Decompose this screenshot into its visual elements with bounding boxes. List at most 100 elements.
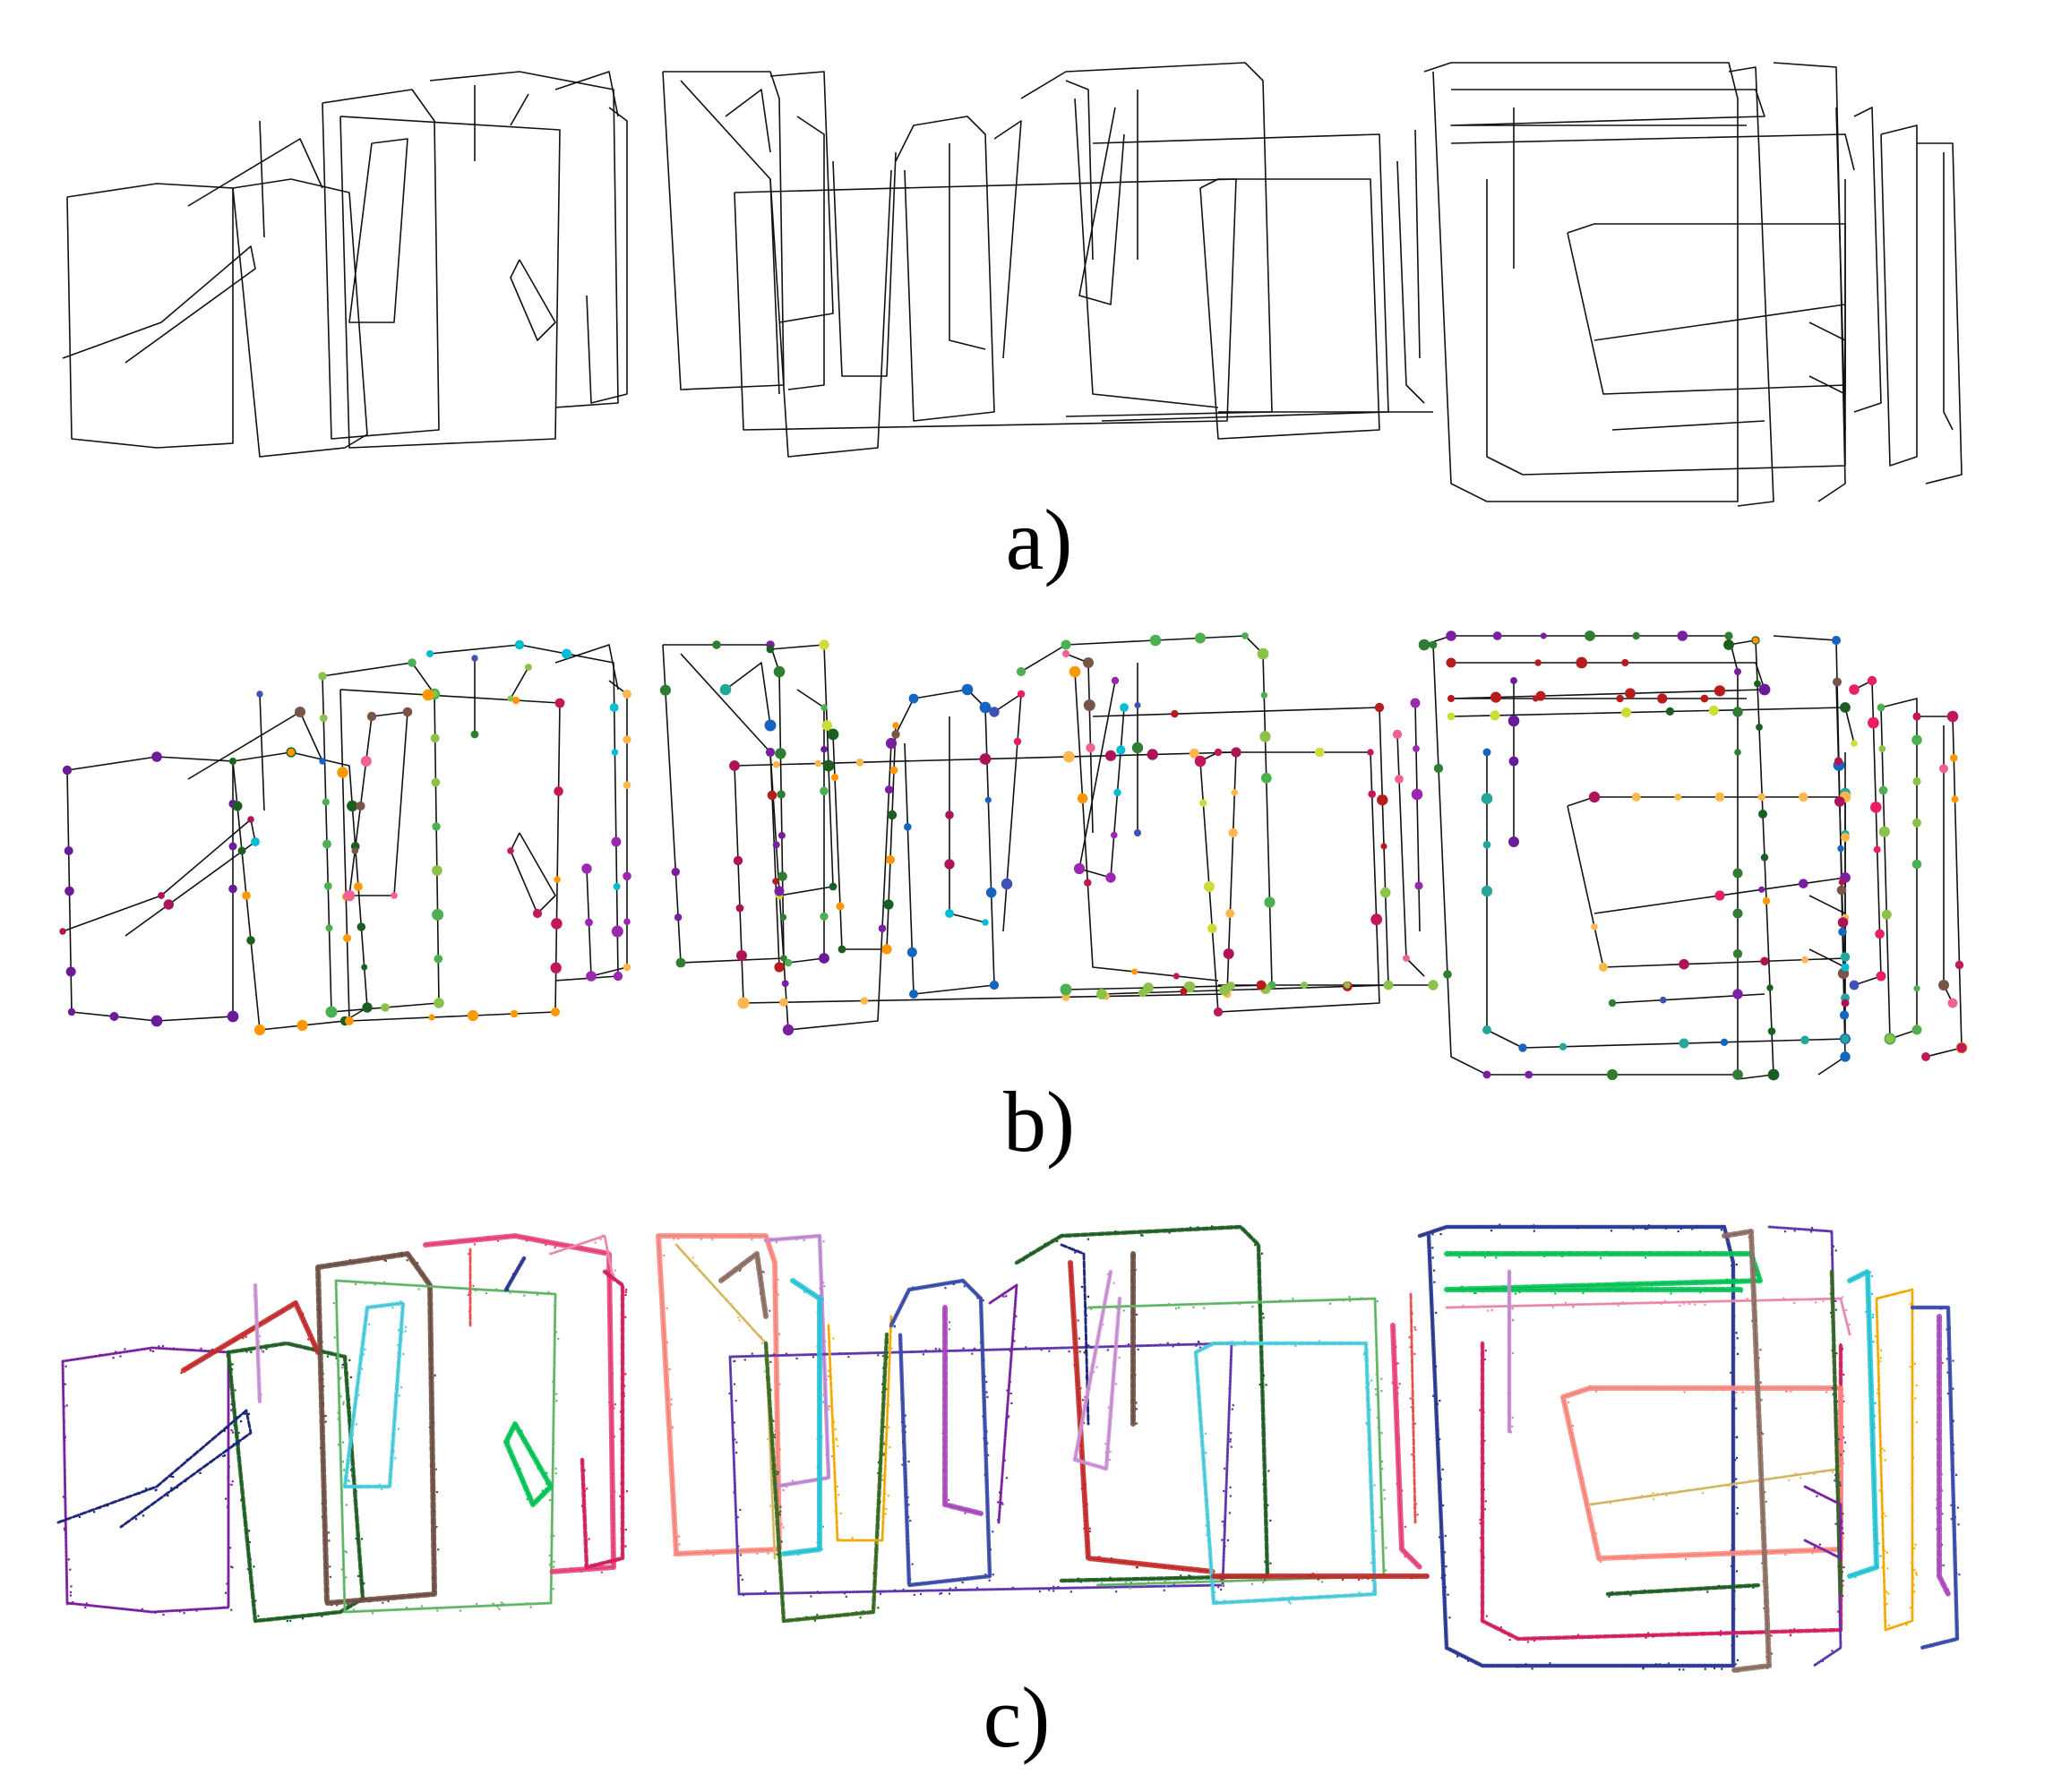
segment-point	[1484, 1350, 1487, 1352]
segment-point	[1730, 1565, 1733, 1567]
segment-stroke	[656, 1233, 782, 1556]
segment-point	[1834, 1249, 1837, 1252]
segment-point	[985, 1391, 988, 1393]
segment-point	[145, 1488, 148, 1490]
segment-point	[834, 1428, 837, 1430]
segment-point	[1246, 1575, 1249, 1578]
segment-point	[227, 1425, 230, 1428]
segment-point	[468, 1253, 470, 1256]
wire-path	[1943, 152, 1954, 431]
segment-point	[119, 1355, 122, 1358]
segment-point	[1133, 1255, 1136, 1257]
segment-point	[1834, 1474, 1837, 1477]
segment-point	[738, 1269, 742, 1273]
segment-point	[363, 1582, 365, 1585]
segment-point	[1192, 1306, 1195, 1308]
wire-path	[510, 259, 556, 341]
segment-point	[1742, 1667, 1745, 1669]
segment-point	[1610, 1230, 1613, 1232]
segment-point	[1398, 1383, 1401, 1385]
segment-point	[329, 1565, 331, 1568]
segment-point	[1753, 1302, 1756, 1305]
keypoint-dot	[1225, 909, 1235, 918]
segment-point	[348, 1407, 351, 1410]
segment-point	[1413, 1468, 1415, 1470]
keypoint-dot	[712, 640, 721, 649]
segment-point	[1090, 1308, 1093, 1310]
segment-point	[1005, 1295, 1008, 1298]
segment-point	[252, 1584, 254, 1587]
segment-point	[741, 1578, 743, 1581]
segment-point	[1114, 1560, 1117, 1563]
keypoint-dot	[228, 842, 237, 851]
segment-point	[1199, 1421, 1202, 1424]
segment-point	[1723, 1385, 1726, 1388]
segment-point	[249, 1557, 252, 1561]
segment-point	[1131, 1279, 1134, 1282]
segment-point	[1937, 1462, 1939, 1464]
segment-point	[1076, 1381, 1078, 1385]
segment-point	[1165, 1585, 1168, 1588]
keypoint-dot	[906, 947, 917, 957]
segment-point	[1321, 1581, 1324, 1583]
segment-point	[821, 1525, 825, 1528]
wire-path	[1423, 635, 1739, 1076]
segment-point	[1223, 1524, 1225, 1527]
segment-point	[1842, 1548, 1844, 1551]
segment-point	[228, 1465, 230, 1468]
segment-point	[1223, 1489, 1225, 1493]
segment-point	[1259, 1342, 1263, 1344]
segment-point	[786, 1486, 788, 1488]
segment-point	[805, 1616, 808, 1618]
wire-path	[1728, 66, 1774, 507]
keypoint-dot	[1754, 680, 1761, 688]
keypoint-dot	[1403, 955, 1410, 962]
segment-point	[1115, 1332, 1118, 1334]
keypoint-dot	[889, 766, 898, 775]
segment-point	[1736, 1635, 1739, 1638]
segment-point	[951, 1578, 954, 1582]
keypoint-dot	[623, 871, 631, 881]
segment-point	[1106, 1349, 1109, 1351]
segment-point	[1946, 1358, 1948, 1360]
segment-point	[1923, 1645, 1926, 1648]
segment-point	[1825, 1391, 1828, 1393]
segment-point	[1834, 1308, 1837, 1311]
segment-point	[1106, 1283, 1109, 1286]
segment-point	[1914, 1543, 1917, 1546]
segment-point	[339, 1425, 341, 1428]
segment-point	[751, 1548, 753, 1551]
segment-point	[1264, 1579, 1267, 1582]
wire-path	[1773, 62, 1846, 502]
segment-point	[509, 1454, 511, 1457]
segment-point	[1487, 1309, 1490, 1312]
keypoint-dot	[1911, 1025, 1922, 1035]
segment-point	[739, 1268, 742, 1271]
segment-point	[945, 1382, 949, 1385]
segment-point	[1763, 1607, 1765, 1610]
segment-point	[154, 1489, 157, 1492]
segment-point	[525, 1602, 528, 1605]
segment-point	[1085, 1315, 1087, 1317]
segment-point	[837, 1445, 839, 1448]
segment-point	[774, 1429, 777, 1432]
segment-point	[1130, 1275, 1133, 1278]
segment-point	[1087, 1542, 1090, 1545]
keypoint-dot	[1912, 776, 1921, 786]
segment-point	[1141, 1234, 1144, 1237]
wire-path	[993, 693, 1022, 932]
segment-point	[1373, 1550, 1376, 1553]
segment-point	[355, 1538, 357, 1540]
keypoint-dot	[434, 998, 444, 1008]
segment-point	[767, 1552, 769, 1555]
segment-point	[348, 1258, 351, 1262]
segment-point	[901, 1429, 904, 1432]
segment-point	[1883, 1449, 1885, 1452]
wire-path	[725, 89, 771, 153]
keypoint-dot	[1732, 948, 1743, 959]
segment-stroke	[718, 1251, 769, 1319]
segment-point	[1767, 1651, 1770, 1654]
segment-point	[336, 1604, 339, 1607]
segment-point	[889, 1445, 891, 1448]
segment-point	[613, 1273, 615, 1276]
